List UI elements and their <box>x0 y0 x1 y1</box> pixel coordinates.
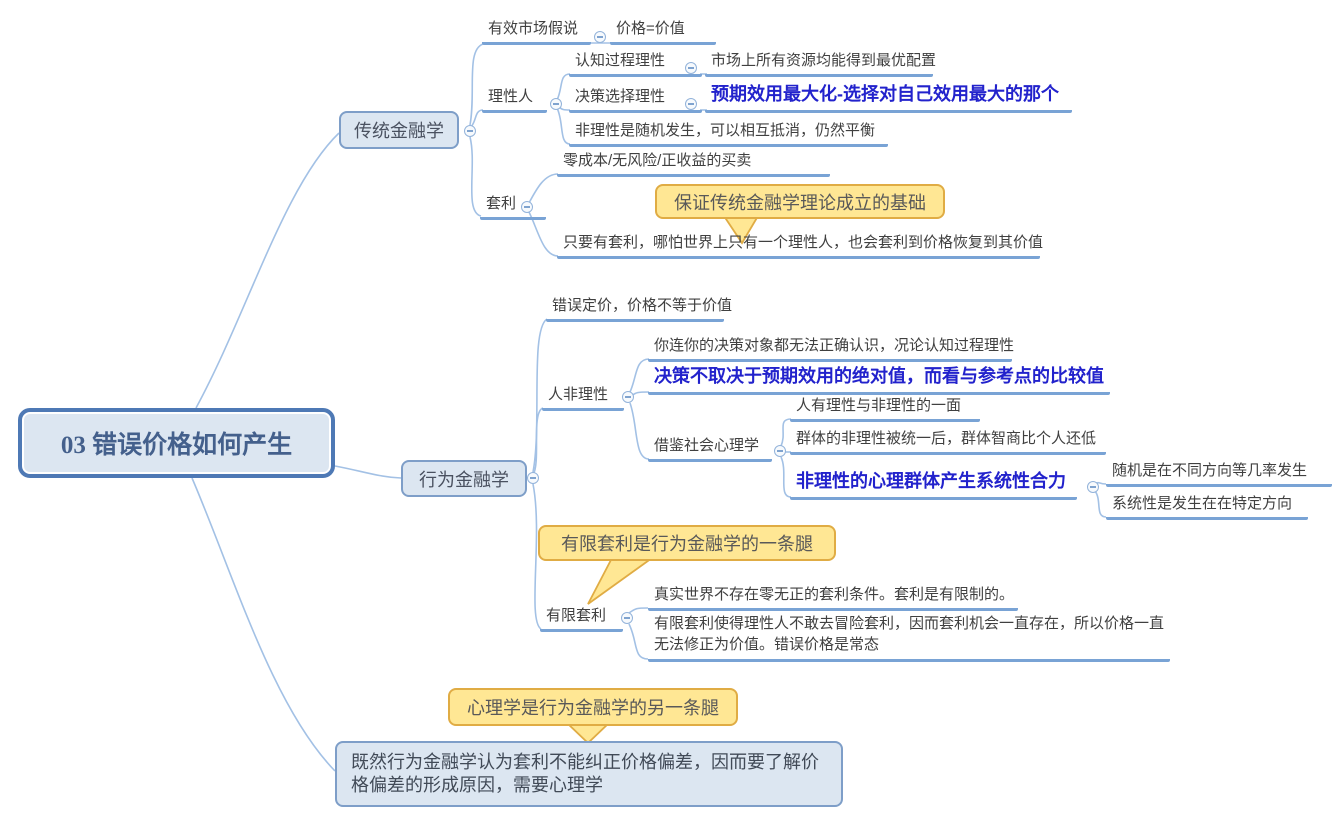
branch-traditional-finance[interactable]: 传统金融学 <box>339 111 459 149</box>
node-irrational-people[interactable]: 人非理性 <box>542 385 624 411</box>
node-rational-person[interactable]: 理性人 <box>482 87 547 113</box>
node-price-equals-value[interactable]: 价格=价值 <box>610 19 716 45</box>
node-group-iq[interactable]: 群体的非理性被统一后，群体智商比个人还低 <box>790 429 1106 455</box>
node-decision-rationality[interactable]: 决策选择理性 <box>569 87 702 113</box>
node-arbitrage-note[interactable]: 只要有套利，哪怕世界上只有一个理性人，也会套利到价格恢复到其价值 <box>557 233 1043 259</box>
collapse-icon-force[interactable] <box>1087 481 1099 493</box>
callout-arbitrage-basis[interactable]: 保证传统金融学理论成立的基础 <box>655 184 945 219</box>
node-cognitive-rationality[interactable]: 认知过程理性 <box>569 51 702 77</box>
collapse-icon-cognitive[interactable] <box>685 62 697 74</box>
node-real-world-arbitrage[interactable]: 真实世界不存在零无正的套利条件。套利是有限制的。 <box>648 585 1018 611</box>
branch-connectors <box>191 42 1107 772</box>
collapse-icon-irrational[interactable] <box>622 391 634 403</box>
node-random-direction[interactable]: 随机是在不同方向等几率发生 <box>1106 461 1332 487</box>
node-arbitrage[interactable]: 套利 <box>480 194 546 220</box>
node-systemic-direction[interactable]: 系统性是发生在在特定方向 <box>1106 494 1308 520</box>
node-irrationality-random[interactable]: 非理性是随机发生，可以相互抵消，仍然平衡 <box>569 121 888 147</box>
callout-limited-arbitrage-leg[interactable]: 有限套利是行为金融学的一条腿 <box>538 525 836 561</box>
collapse-icon-rational[interactable] <box>550 98 562 110</box>
node-rational-irrational-side[interactable]: 人有理性与非理性的一面 <box>790 396 980 422</box>
root-topic[interactable]: 03 错误价格如何产生 <box>18 408 335 478</box>
collapse-icon-emh[interactable] <box>594 31 606 43</box>
callout-psychology-leg[interactable]: 心理学是行为金融学的另一条腿 <box>448 688 738 726</box>
node-efficient-market-hypothesis[interactable]: 有效市场假说 <box>482 19 591 45</box>
node-reference-point[interactable]: 决策不取决于预期效用的绝对值，而看与参考点的比较值 <box>648 365 1110 395</box>
collapse-icon-limited[interactable] <box>621 612 633 624</box>
collapse-icon-traditional[interactable] <box>464 125 476 137</box>
collapse-icon-social[interactable] <box>774 445 786 457</box>
node-psychology-note[interactable]: 既然行为金融学认为套利不能纠正价格偏差，因而要了解价格偏差的形成原因，需要心理学 <box>335 741 843 807</box>
node-limited-arbitrage[interactable]: 有限套利 <box>540 606 623 632</box>
node-optimal-allocation[interactable]: 市场上所有资源均能得到最优配置 <box>705 51 936 77</box>
branch-behavioral-finance[interactable]: 行为金融学 <box>401 460 527 497</box>
node-cognition-note[interactable]: 你连你的决策对象都无法正确认识，况论认知过程理性 <box>648 336 1014 362</box>
node-arbitrage-persist[interactable]: 有限套利使得理性人不敢去冒险套利，因而套利机会一直存在，所以价格一直无法修正为价… <box>648 613 1170 662</box>
node-social-psychology[interactable]: 借鉴社会心理学 <box>648 436 772 462</box>
collapse-icon-decision[interactable] <box>685 98 697 110</box>
node-arbitrage-definition[interactable]: 零成本/无风险/正收益的买卖 <box>557 151 830 177</box>
collapse-icon-behavioral[interactable] <box>527 472 539 484</box>
collapse-icon-arbitrage[interactable] <box>521 201 533 213</box>
node-systematic-force[interactable]: 非理性的心理群体产生系统性合力 <box>790 470 1077 500</box>
node-mispricing[interactable]: 错误定价，价格不等于价值 <box>546 296 732 322</box>
node-expected-utility-max[interactable]: 预期效用最大化-选择对自己效用最大的那个 <box>705 83 1072 113</box>
